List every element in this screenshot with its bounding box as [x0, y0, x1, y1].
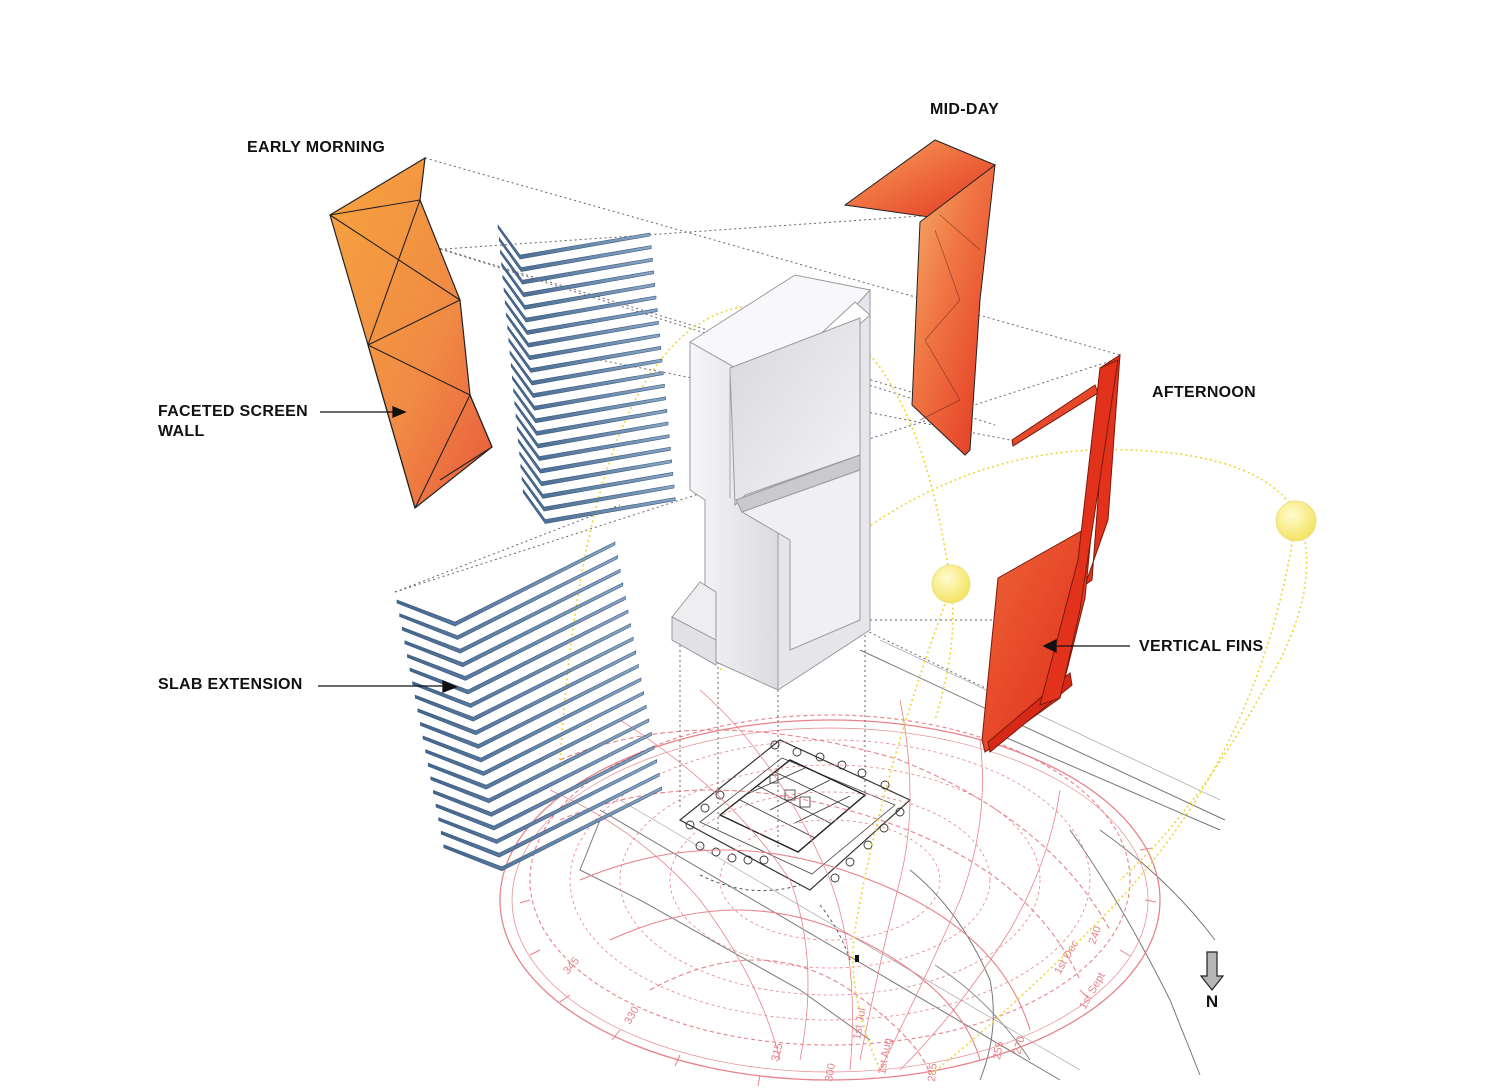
slab-chevron: [497, 224, 651, 260]
slab-chevron: [443, 786, 663, 872]
slab-chevron: [409, 609, 629, 695]
label-vertical-fins: VERTICAL FINS: [1139, 638, 1264, 655]
chart-label: 285: [926, 1063, 940, 1082]
slab-chevron: [422, 677, 642, 763]
chart-label: 315: [769, 1042, 785, 1063]
slab-chevron: [501, 261, 654, 298]
slab-chevron: [396, 541, 616, 627]
north-indicator: N: [1197, 948, 1227, 1012]
label-slab-extension: SLAB EXTENSION: [158, 676, 303, 693]
chart-label: 300: [823, 1062, 838, 1082]
slab-extension-upper: [497, 224, 676, 524]
slab-chevron: [404, 582, 624, 668]
leader-arrows: [318, 406, 1130, 693]
slab-chevron: [440, 772, 660, 858]
slab-chevron: [399, 555, 618, 640]
mid-day-screen: [843, 139, 996, 456]
slab-extension-lower: [396, 541, 663, 872]
sun-path-chart: [499, 689, 1161, 1087]
label-faceted-screen-wall-line1: FACETED SCREEN: [158, 403, 308, 420]
slab-chevron: [508, 337, 662, 373]
vertical-fins: [981, 354, 1121, 753]
sun-icon: [1275, 500, 1317, 542]
slab-chevron: [509, 350, 663, 386]
north-arrow-icon: [1199, 951, 1225, 991]
chart-label: 255: [991, 1040, 1006, 1060]
slab-chevron: [516, 425, 670, 461]
slab-chevron: [512, 375, 665, 411]
slab-chevron: [522, 488, 676, 524]
slab-chevron: [503, 287, 657, 323]
slab-chevron: [420, 663, 639, 749]
slab-chevron: [417, 650, 637, 736]
slab-chevron: [401, 568, 621, 654]
slab-chevron: [519, 450, 672, 487]
sun-icons: [931, 500, 1317, 604]
slab-chevron: [518, 438, 671, 474]
tower-massing: [671, 274, 871, 691]
slab-chevron: [502, 274, 656, 310]
label-early-morning: EARLY MORNING: [247, 139, 386, 156]
slab-chevron: [498, 236, 652, 272]
north-label: N: [1205, 992, 1219, 1011]
chart-label: 270: [1011, 1035, 1027, 1056]
chart-label: 1st Sept: [1077, 971, 1108, 1012]
faceted-screen-wall: [329, 156, 493, 510]
slab-chevron: [414, 636, 634, 722]
slab-chevron: [433, 731, 652, 817]
slab-chevron: [425, 691, 644, 776]
slab-chevron: [500, 249, 653, 285]
slab-chevron: [513, 387, 666, 424]
slab-chevron: [507, 324, 660, 361]
slab-chevron: [520, 463, 674, 499]
slab-chevron: [506, 312, 659, 348]
chart-label: 240: [1087, 925, 1105, 946]
slab-chevron: [407, 595, 626, 681]
label-faceted-screen-wall-line2: WALL: [158, 423, 205, 440]
slab-chevron: [438, 759, 657, 844]
slab-chevron: [412, 623, 631, 708]
slab-chevron: [427, 704, 647, 790]
slab-chevron: [515, 413, 669, 449]
sun-paths: [559, 304, 1308, 1076]
label-faceted-screen-wall: FACETED SCREEN WALL: [158, 402, 308, 442]
sun-chart-labels: 1st Dec 240 255 270 285 1st Aug 300 315 …: [561, 925, 1108, 1083]
chart-label: 1st Jul: [851, 1007, 868, 1040]
label-mid-day: MID-DAY: [930, 101, 1000, 118]
label-afternoon: AFTERNOON: [1152, 384, 1257, 401]
sun-icon: [931, 564, 971, 604]
slab-chevron: [435, 745, 655, 831]
chart-label: 345: [561, 955, 582, 977]
chart-label: 330: [622, 1005, 642, 1027]
slab-chevron: [521, 476, 675, 512]
slab-chevron: [510, 362, 664, 398]
slab-chevron: [504, 299, 658, 335]
slab-chevron: [430, 718, 650, 804]
slab-chevron: [514, 400, 668, 436]
